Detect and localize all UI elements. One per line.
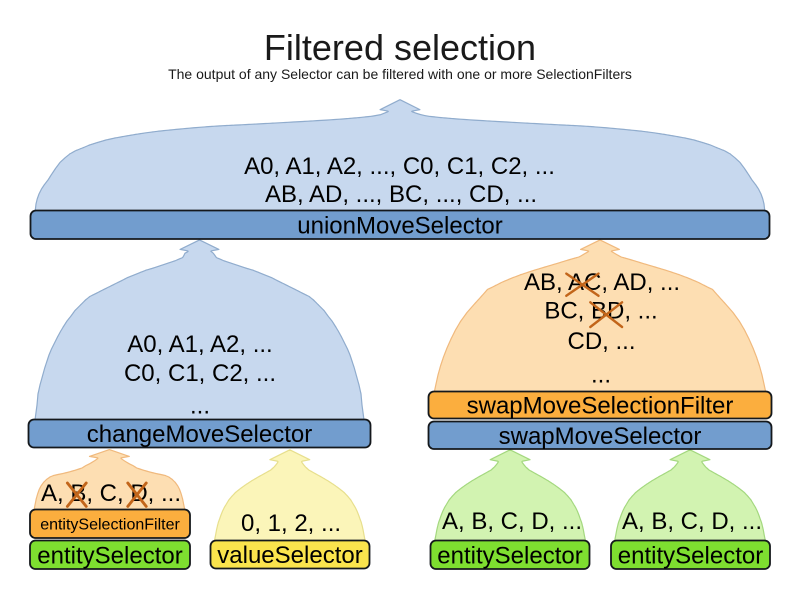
svg-text:A, B, C, D, ...: A, B, C, D, ... bbox=[622, 508, 762, 535]
svg-text:entitySelectionFilter: entitySelectionFilter bbox=[40, 516, 180, 533]
svg-text:A0, A1, A2, ..., C0, C1, C2, .: A0, A1, A2, ..., C0, C1, C2, ... bbox=[244, 153, 555, 180]
svg-text:changeMoveSelector: changeMoveSelector bbox=[87, 421, 312, 448]
svg-text:AB, AC, AD, ...: AB, AC, AD, ... bbox=[524, 269, 680, 296]
svg-text:A, B, C, D, ...: A, B, C, D, ... bbox=[442, 508, 582, 535]
svg-text:AB, AD, ..., BC, ..., CD, ...: AB, AD, ..., BC, ..., CD, ... bbox=[265, 181, 537, 208]
svg-text:A0, A1, A2, ...: A0, A1, A2, ... bbox=[127, 331, 272, 358]
svg-text:entitySelector: entitySelector bbox=[37, 542, 182, 569]
svg-text:...: ... bbox=[591, 361, 611, 388]
svg-text:0, 1, 2, ...: 0, 1, 2, ... bbox=[241, 510, 341, 537]
svg-text:swapMoveSelector: swapMoveSelector bbox=[499, 423, 702, 450]
svg-text:A, B, C, D, ...: A, B, C, D, ... bbox=[41, 480, 181, 507]
svg-text:swapMoveSelectionFilter: swapMoveSelectionFilter bbox=[467, 393, 734, 420]
svg-text:entitySelector: entitySelector bbox=[437, 542, 582, 569]
svg-text:entitySelector: entitySelector bbox=[618, 542, 763, 569]
svg-text:...: ... bbox=[190, 393, 210, 420]
svg-text:valueSelector: valueSelector bbox=[217, 542, 362, 569]
svg-text:C0, C1, C2, ...: C0, C1, C2, ... bbox=[124, 360, 276, 387]
svg-text:unionMoveSelector: unionMoveSelector bbox=[297, 212, 502, 239]
svg-text:CD, ...: CD, ... bbox=[567, 328, 635, 355]
